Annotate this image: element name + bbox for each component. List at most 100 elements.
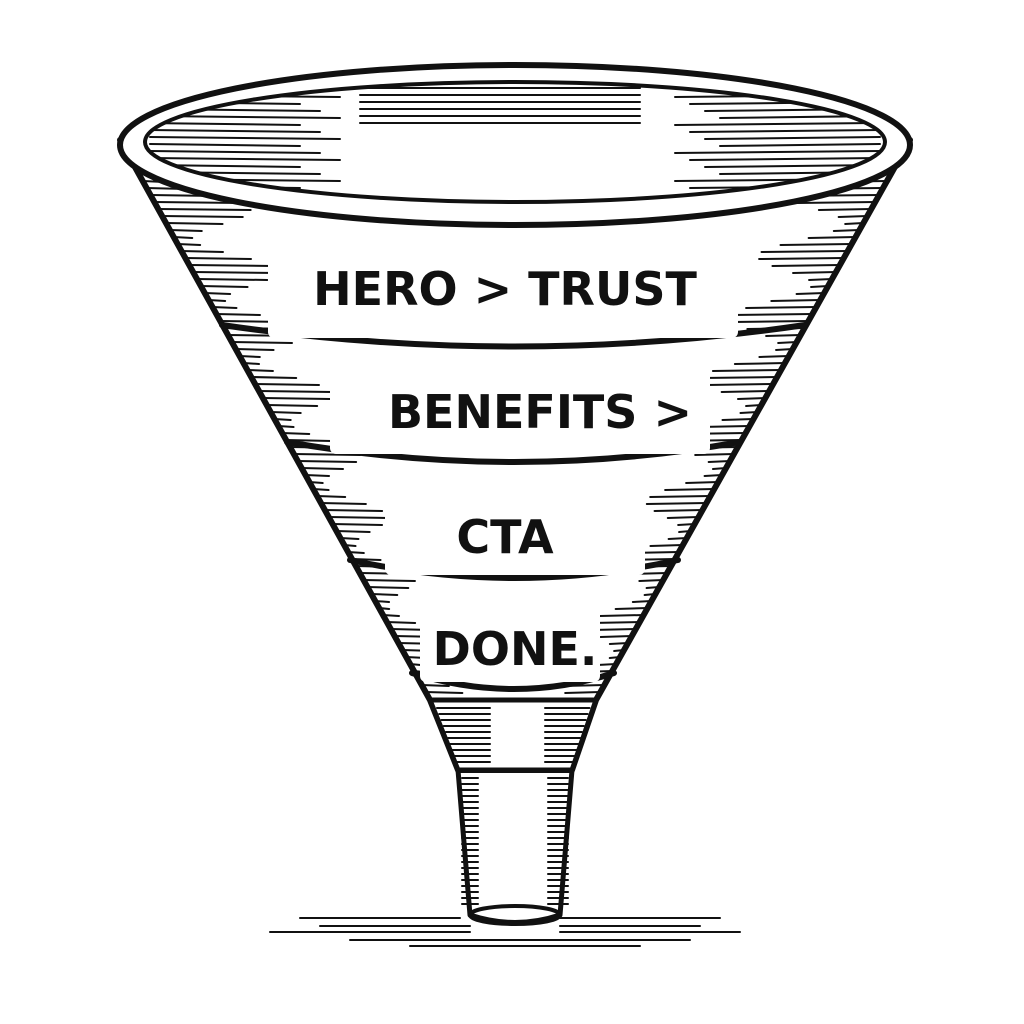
hatch-line (685, 481, 720, 484)
hatch-line (157, 208, 252, 211)
hatch-line (674, 150, 881, 154)
stage-label-panels (268, 238, 738, 682)
hatch-line (758, 355, 790, 358)
hatch-line (638, 579, 665, 582)
hatch-line (246, 369, 274, 372)
hatch-line (796, 201, 877, 204)
hatch-line (261, 397, 332, 400)
hatch-line (164, 222, 224, 225)
hatch-line (242, 362, 260, 365)
hatch-line (188, 264, 274, 267)
hatch-line (837, 215, 869, 218)
stage-label-benefits: BENEFITS > (388, 385, 692, 439)
hatch-line (378, 607, 391, 610)
hatch-line (161, 215, 244, 218)
hatch-line (370, 593, 399, 596)
stage-labels: HERO > TRUST BENEFITS > CTA DONE. (313, 262, 697, 676)
hatch-line (300, 467, 345, 470)
hatch-line (281, 432, 311, 435)
hatch-line (758, 257, 845, 260)
hatch-line (366, 586, 410, 589)
hatch-line (424, 691, 464, 694)
hatch-line (795, 292, 826, 295)
funnel-rim (117, 62, 913, 228)
hatch-line (250, 376, 298, 379)
ground-shadow (269, 917, 741, 947)
hatch-line (674, 122, 881, 126)
hatch-line (667, 537, 688, 540)
hatch-line (335, 530, 371, 533)
hatch-line (149, 164, 301, 168)
hatch-line (704, 136, 881, 140)
hatch-line (719, 143, 881, 147)
hatch-line (792, 271, 837, 274)
hatch-line (703, 474, 724, 477)
hatch-line (362, 579, 416, 582)
hatch-line (721, 418, 755, 421)
hatch-line (608, 642, 629, 645)
hatch-line (308, 481, 324, 484)
hatch-line (238, 355, 261, 358)
hatch-line (808, 278, 834, 281)
hatch-line (613, 649, 626, 652)
hatch-line (153, 201, 242, 204)
hatch-line (707, 460, 732, 463)
hatch-line (381, 614, 400, 617)
hatch-line (844, 222, 865, 225)
hatch-line (739, 411, 759, 414)
hatch-line (564, 691, 602, 694)
hatch-line (319, 502, 367, 505)
hatch-line (149, 115, 341, 119)
hatch-line (339, 537, 360, 540)
hatch-line (631, 600, 653, 603)
hatch-line (694, 453, 735, 456)
hatch-line (733, 362, 786, 365)
hatch-line (731, 320, 810, 323)
hatch-line (775, 348, 794, 351)
hatch-line (653, 509, 704, 512)
hatch-line (323, 509, 384, 512)
funnel-spout (455, 767, 575, 926)
hatch-line (331, 523, 384, 526)
hatch-line (180, 250, 224, 253)
hatch-line (832, 229, 861, 232)
hatch-line (810, 285, 830, 288)
hatch-line (343, 544, 357, 547)
hatch-line (720, 390, 771, 393)
hatch-line (304, 474, 331, 477)
stage-label-hero-trust: HERO > TRUST (313, 262, 697, 316)
hatch-line (149, 136, 341, 140)
hatch-line (195, 278, 269, 281)
hatch-line (149, 122, 301, 126)
hatch-line (254, 383, 320, 386)
hatch-line (645, 586, 661, 589)
hatch-line (374, 600, 391, 603)
hatch-line (296, 460, 358, 463)
hatch-line (265, 404, 319, 407)
hatch-line (765, 334, 802, 337)
hatch-line (230, 341, 294, 344)
hatch-line (420, 684, 450, 687)
hatch-line (704, 164, 881, 168)
hatch-line (215, 313, 261, 316)
hatch-line (385, 621, 417, 624)
hatch-line (664, 488, 716, 491)
stage-label-cta: CTA (456, 510, 554, 564)
hatch-line (770, 299, 822, 302)
hatch-line (149, 129, 321, 133)
hatch-line (149, 143, 301, 147)
hatch-line (745, 306, 818, 309)
hatch-line (172, 236, 194, 239)
hatch-line (771, 264, 841, 267)
hatch-line (760, 250, 849, 253)
hatch-line (269, 411, 302, 414)
hatch-line (211, 306, 238, 309)
hatch-line (598, 614, 645, 617)
hatch-line (678, 530, 692, 533)
hatch-line (203, 292, 232, 295)
hatch-line (316, 495, 347, 498)
hatch-line (736, 397, 767, 400)
hatch-line (596, 663, 618, 666)
hatch-line (184, 257, 253, 260)
